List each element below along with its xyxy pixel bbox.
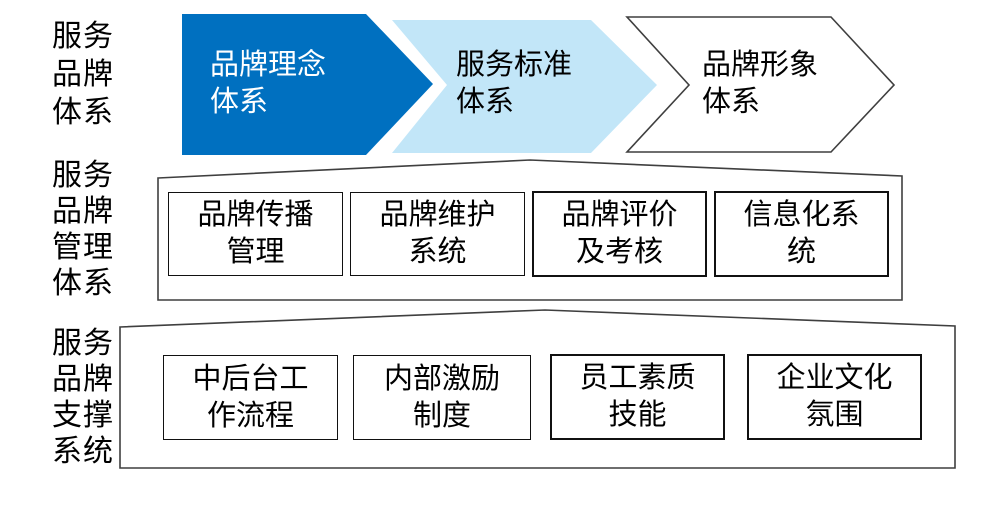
chevron-brand-image	[625, 16, 896, 153]
management-box-brand-communication: 品牌传播 管理	[168, 192, 343, 276]
box-line: 品牌传播	[197, 199, 314, 231]
box-line: 氛围	[805, 399, 864, 431]
side-label-line: 服务	[52, 20, 114, 53]
box-line: 系统	[408, 236, 467, 268]
box-line: 企业文化	[776, 362, 893, 394]
box-line: 制度	[412, 399, 471, 432]
side-label-line: 品牌	[52, 58, 114, 91]
chevron-label-brand-concept: 品牌理念 体系	[210, 47, 326, 121]
box-line: 品牌维护	[379, 199, 496, 231]
support-box-staff-quality-skills: 员工素质 技能	[550, 354, 725, 440]
box-line: 及考核	[575, 236, 663, 268]
side-label-line: 体系	[52, 96, 114, 129]
side-label-line: 支撑	[52, 399, 114, 432]
chevron-label-line: 体系	[210, 86, 269, 118]
side-label-line: 管理	[52, 231, 114, 264]
side-label-line: 服务	[52, 327, 114, 360]
chevron-label-line: 体系	[456, 86, 515, 118]
box-line: 中后台工	[192, 362, 309, 395]
management-box-brand-evaluation: 品牌评价 及考核	[532, 191, 707, 277]
box-line: 作流程	[206, 399, 294, 432]
box-line: 技能	[608, 399, 667, 431]
box-line: 内部激励	[383, 362, 500, 395]
box-line: 信息化系	[743, 199, 860, 231]
side-label-brand-system: 服务 品牌 体系	[52, 18, 114, 132]
support-box-internal-incentive: 内部激励 制度	[353, 355, 531, 440]
side-label-management-system: 服务 品牌 管理 体系	[52, 158, 114, 302]
side-label-line: 品牌	[52, 195, 114, 228]
chevron-label-line: 品牌理念	[210, 49, 327, 81]
chevron-label-line: 体系	[702, 86, 761, 118]
box-line: 品牌评价	[561, 199, 678, 231]
chevron-brand-concept	[182, 14, 433, 155]
box-line: 员工素质	[579, 362, 696, 394]
chevron-label-line: 服务标准	[456, 49, 573, 81]
chevron-label-service-standard: 服务标准 体系	[456, 47, 572, 121]
chevron-label-brand-image: 品牌形象 体系	[702, 47, 818, 121]
chevron-label-line: 品牌形象	[702, 49, 819, 81]
box-line: 管理	[226, 236, 285, 268]
support-box-mid-back-office-workflow: 中后台工 作流程	[163, 355, 338, 440]
box-line: 统	[786, 236, 816, 268]
support-box-corporate-culture: 企业文化 氛围	[747, 354, 922, 440]
side-label-line: 品牌	[52, 363, 114, 396]
side-label-line: 服务	[52, 159, 114, 192]
management-box-information-system: 信息化系 统	[714, 191, 889, 277]
chevron-service-standard	[392, 20, 657, 153]
side-label-line: 系统	[52, 435, 114, 468]
management-box-brand-maintenance: 品牌维护 系统	[350, 192, 525, 276]
side-label-line: 体系	[52, 267, 114, 300]
side-label-support-system: 服务 品牌 支撑 系统	[52, 326, 114, 470]
